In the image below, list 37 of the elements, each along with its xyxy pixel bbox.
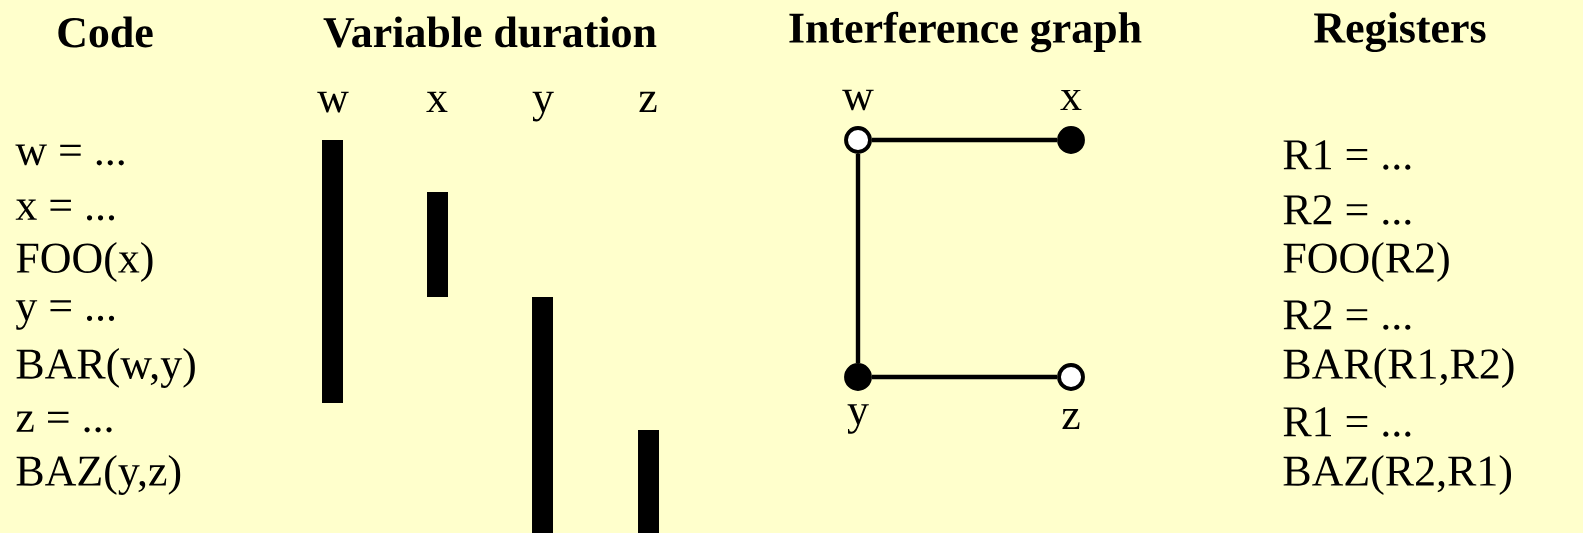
graph-edge (855, 153, 861, 364)
register-code-line: BAZ(R2,R1) (1283, 455, 1512, 495)
lifetime-bar (322, 140, 343, 403)
lifetime-bar (532, 297, 553, 533)
code-line: FOO(x) (16, 242, 153, 282)
register-code-line: R2 = ... (1283, 300, 1411, 330)
vertex-label: z (1062, 408, 1080, 430)
code-line: w = ... (15, 144, 124, 166)
graph-vertex (1057, 126, 1085, 154)
code-line: y = ... (15, 300, 115, 330)
graph-edge (871, 374, 1058, 380)
register-code-line: FOO(R2) (1283, 242, 1449, 282)
graph-edge (871, 137, 1058, 143)
graph-vertex (844, 363, 872, 391)
code-line: z = ... (16, 411, 112, 433)
register-code-line: R1 = ... (1283, 407, 1411, 437)
register-code-line: R1 = ... (1283, 140, 1411, 170)
register-code-line: R2 = ... (1283, 195, 1411, 225)
column-heading: Code (58, 16, 153, 48)
graph-vertex (844, 126, 872, 154)
column-heading: Registers (1314, 11, 1486, 53)
vertex-label: y (847, 404, 869, 434)
code-line: x = ... (15, 199, 115, 221)
register-code-line: BAR(R1,R2) (1283, 348, 1514, 388)
variable-name: z (639, 91, 657, 112)
variable-name: x (426, 91, 448, 112)
column-heading: Interference graph (789, 11, 1142, 53)
lifetime-bar (638, 430, 659, 533)
graph-vertex (1057, 363, 1085, 391)
code-line: BAZ(y,z) (16, 455, 181, 495)
column-heading: Variable duration (323, 16, 657, 48)
vertex-label: x (1060, 89, 1082, 111)
code-line: BAR(w,y) (16, 348, 195, 388)
variable-name: y (532, 91, 554, 122)
lifetime-bar (427, 192, 448, 297)
variable-name: w (317, 91, 349, 113)
vertex-label: w (842, 89, 874, 111)
